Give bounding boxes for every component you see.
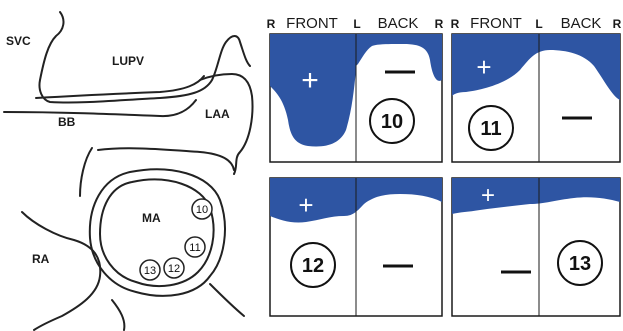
positive-sign: + [298,190,313,220]
ra-outline [21,211,102,331]
marker-circle [139,259,161,281]
negative-sign: — [562,100,592,133]
negative-sign: — [383,248,413,281]
negative-sign: — [385,54,415,87]
panel-number: 10 [381,111,403,133]
label-svc: SVC [6,34,31,48]
panel-number: 11 [480,118,501,140]
marker-label: 13 [144,265,156,277]
heart-schematic [3,11,254,331]
map-panel-12: + — 12 [269,177,443,317]
ma-outer [88,168,226,297]
label-laa: LAA [205,107,230,121]
label-bb: BB [58,115,76,129]
map-panel-11: + — 11 [451,33,621,163]
header-front: FRONT [286,15,338,32]
header-r-left: R [267,17,276,31]
header-r-right: R [613,17,622,31]
marker-label: 10 [196,204,208,216]
positive-patch [452,34,620,100]
positive-sign: + [301,64,319,97]
bb-line [3,99,197,118]
panel-number-circle [557,240,603,286]
ma-markers: 10 11 12 13 [139,198,213,281]
panel-number-circle [468,105,514,151]
positive-patch-back [356,34,442,81]
label-ra: RA [32,252,50,266]
marker-circle [191,198,213,220]
positive-sign: + [481,182,495,209]
chamber-wall-right [97,147,235,171]
marker-label: 11 [189,242,200,254]
panel-headers: R FRONT L BACK R R FRONT L BACK R [267,15,622,32]
label-ma: MA [142,211,161,225]
header-back: BACK [561,15,602,32]
positive-sign: + [476,52,491,82]
marker-label: 12 [168,263,180,275]
map-panel-13: + — 13 [451,177,621,317]
negative-sign: — [501,254,531,287]
header-r-left: R [451,17,460,31]
panel-number: 12 [302,255,324,277]
lower-wall [111,299,126,331]
laa-outline [199,73,254,175]
lower-wall-2 [209,283,245,317]
header-front: FRONT [470,15,522,32]
svc-outline [38,11,251,104]
marker-circle [184,236,206,258]
lupv-line [35,75,205,99]
header-r-right: R [435,17,444,31]
ma-inner [99,178,215,288]
panel-number-circle [369,98,415,144]
map-panel-10: + — 10 [269,33,443,163]
marker-circle [163,257,185,279]
chamber-wall [79,147,93,197]
header-back: BACK [378,15,419,32]
header-l: L [535,17,542,31]
panel-number: 13 [569,253,591,275]
positive-patch [452,178,620,214]
label-lupv: LUPV [112,54,144,68]
positive-patch [270,34,356,147]
header-l: L [353,17,360,31]
panel-number-circle [290,242,336,288]
